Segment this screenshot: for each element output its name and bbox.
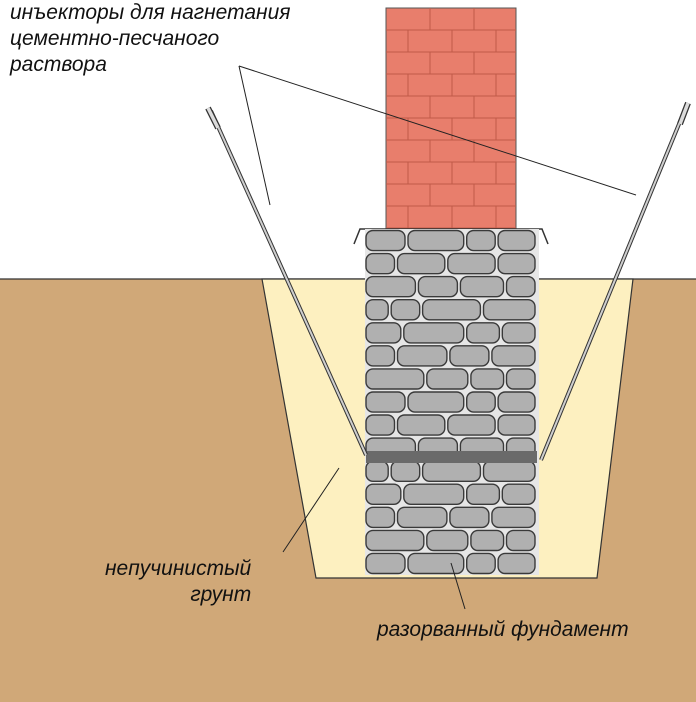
soil-label: непучинистый грунт <box>105 556 251 608</box>
foundation-stone <box>365 483 402 506</box>
foundation-stone <box>426 368 469 390</box>
foundation-stone <box>459 275 505 298</box>
foundation-stone <box>470 529 505 552</box>
foundation-stone <box>365 391 406 413</box>
foundation-stone <box>365 506 396 529</box>
foundation-stone <box>396 252 446 275</box>
foundation-stone <box>403 483 465 506</box>
foundation-stone <box>403 322 465 344</box>
foundation-stone <box>447 414 496 436</box>
foundation-stone <box>466 229 496 252</box>
soil-label-line1: непучинистый <box>105 557 252 580</box>
leader-injectors-right <box>238 65 637 196</box>
injectors-label: инъекторы для нагнетания цементно-песчан… <box>10 0 291 78</box>
soil-label-line2: грунт <box>190 583 252 606</box>
foundation-stone <box>390 299 421 321</box>
injectors-label-line2: цементно-песчаного <box>10 27 220 50</box>
foundation-stone <box>505 275 536 298</box>
foundation-stone <box>470 368 505 390</box>
foundation-stone <box>365 345 396 367</box>
foundation-stone <box>466 322 501 344</box>
foundation-stone <box>447 252 496 275</box>
leader-injectors-left <box>238 65 271 206</box>
foundation-stone <box>421 460 482 483</box>
foundation-stone <box>497 252 536 275</box>
foundation-stone <box>449 506 490 529</box>
foundation-stone <box>365 529 425 552</box>
foundation-stone <box>505 529 536 552</box>
foundation-stone <box>505 368 536 390</box>
foundation-stone <box>365 368 425 390</box>
foundation-stone <box>497 552 536 575</box>
foundation-stone <box>449 345 490 367</box>
foundation-stone <box>365 252 396 275</box>
foundation-stone <box>497 229 536 252</box>
leader-foundation <box>450 562 466 610</box>
leader-soil <box>282 467 340 553</box>
foundation-stone <box>407 229 465 252</box>
foundation-crack <box>366 451 537 463</box>
foundation-stone <box>407 391 465 413</box>
injector-right <box>539 101 691 461</box>
foundation-stone <box>482 299 536 321</box>
foundation-stone <box>466 483 501 506</box>
foundation-stone <box>421 299 482 321</box>
foundation-stone <box>497 391 536 413</box>
foundation-stone <box>365 460 389 483</box>
foundation-stone <box>501 322 536 344</box>
foundation-stone <box>390 460 421 483</box>
foundation-stone <box>365 299 389 321</box>
brick-wall <box>385 7 517 230</box>
foundation-stone <box>501 483 536 506</box>
foundation-stone <box>491 506 536 529</box>
foundation-stone <box>466 552 496 575</box>
foundation-stone <box>466 391 496 413</box>
foundation-stone <box>417 275 459 298</box>
foundation-stone <box>396 506 448 529</box>
foundation-stone <box>365 275 417 298</box>
foundation-stone <box>482 460 536 483</box>
injector-left <box>205 106 368 456</box>
foundation-stone <box>497 414 536 436</box>
foundation-stone <box>396 345 448 367</box>
foundation-stone <box>407 552 465 575</box>
stone-foundation <box>365 229 539 575</box>
foundation-label: разорванный фундамент <box>377 618 629 641</box>
foundation-stone <box>491 345 536 367</box>
injectors-label-line3: раствора <box>10 53 107 76</box>
foundation-stone <box>365 322 402 344</box>
foundation-stone <box>396 414 446 436</box>
foundation-stone <box>365 229 406 252</box>
foundation-stone <box>365 552 406 575</box>
injectors-label-line1: инъекторы для нагнетания <box>10 1 291 24</box>
foundation-stone <box>365 414 396 436</box>
foundation-stone <box>426 529 469 552</box>
